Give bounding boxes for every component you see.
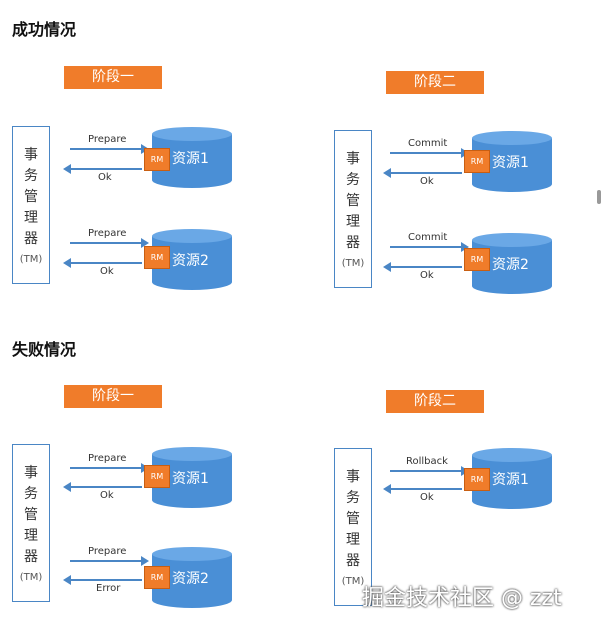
tm-char: 务 bbox=[346, 172, 360, 188]
arrow-request bbox=[390, 242, 469, 252]
transaction-manager: 事务管理器 (TM) bbox=[334, 130, 372, 288]
message-commit: Commit bbox=[408, 138, 448, 149]
tm-char: 事 bbox=[24, 147, 38, 163]
tm-char: 理 bbox=[24, 210, 38, 226]
message-prepare: Prepare bbox=[88, 228, 127, 239]
resource-label: 资源2 bbox=[172, 253, 209, 269]
arrow-response bbox=[63, 482, 142, 492]
transaction-manager: 事务管理器 (TM) bbox=[12, 444, 50, 602]
resource-label: 资源1 bbox=[172, 471, 209, 487]
section-title-success: 成功情况 bbox=[12, 20, 77, 39]
transaction-manager: 事务管理器 (TM) bbox=[12, 126, 50, 284]
resource-label: 资源1 bbox=[492, 472, 529, 488]
resource-cylinder: 资源1 bbox=[472, 447, 552, 509]
tm-char: 事 bbox=[24, 465, 38, 481]
tm-char: 理 bbox=[346, 532, 360, 548]
message-rollback: Rollback bbox=[406, 456, 448, 467]
message-ok: Ok bbox=[420, 176, 434, 187]
resource-cylinder: 资源2 bbox=[152, 228, 232, 290]
arrow-response bbox=[383, 484, 462, 494]
resource-cylinder: 资源1 bbox=[152, 446, 232, 508]
message-prepare: Prepare bbox=[88, 453, 127, 464]
tm-abbrev: (TM) bbox=[341, 576, 365, 587]
arrow-request bbox=[70, 144, 149, 154]
arrow-response bbox=[63, 164, 142, 174]
tm-char: 事 bbox=[346, 469, 360, 485]
scrollbar-thumb[interactable] bbox=[597, 190, 601, 204]
resource-manager-badge: RM bbox=[464, 468, 490, 491]
arrow-request bbox=[390, 148, 469, 158]
resource-manager-badge: RM bbox=[464, 248, 490, 271]
arrow-request bbox=[70, 556, 149, 566]
resource-cylinder: 资源2 bbox=[472, 232, 552, 294]
tm-char: 器 bbox=[24, 231, 38, 247]
resource-cylinder: 资源1 bbox=[472, 130, 552, 192]
tm-char: 器 bbox=[24, 549, 38, 565]
arrow-response bbox=[63, 575, 142, 585]
resource-cylinder: 资源1 bbox=[152, 126, 232, 188]
tm-abbrev: (TM) bbox=[19, 254, 43, 265]
tm-char: 器 bbox=[346, 553, 360, 569]
arrow-response bbox=[383, 262, 462, 272]
resource-label: 资源1 bbox=[492, 155, 529, 171]
tm-char: 理 bbox=[346, 214, 360, 230]
resource-manager-badge: RM bbox=[144, 566, 170, 589]
resource-label: 资源2 bbox=[492, 257, 529, 273]
phase-two-label: 阶段二 bbox=[386, 71, 484, 94]
tm-char: 务 bbox=[24, 486, 38, 502]
tm-char: 管 bbox=[24, 189, 38, 205]
message-ok: Ok bbox=[100, 266, 114, 277]
message-error: Error bbox=[96, 583, 121, 594]
phase-two-label: 阶段二 bbox=[386, 390, 484, 413]
tm-abbrev: (TM) bbox=[341, 258, 365, 269]
message-ok: Ok bbox=[420, 270, 434, 281]
tm-char: 管 bbox=[24, 507, 38, 523]
tm-char: 器 bbox=[346, 235, 360, 251]
arrow-response bbox=[63, 258, 142, 268]
message-ok: Ok bbox=[98, 172, 112, 183]
resource-manager-badge: RM bbox=[144, 246, 170, 269]
message-ok: Ok bbox=[100, 490, 114, 501]
message-ok: Ok bbox=[420, 492, 434, 503]
transaction-manager: 事务管理器 (TM) bbox=[334, 448, 372, 606]
arrow-response bbox=[383, 168, 462, 178]
resource-manager-badge: RM bbox=[144, 148, 170, 171]
arrow-request bbox=[70, 238, 149, 248]
arrow-request bbox=[70, 463, 149, 473]
message-prepare: Prepare bbox=[88, 546, 127, 557]
phase-one-label: 阶段一 bbox=[64, 66, 162, 89]
tm-char: 事 bbox=[346, 151, 360, 167]
section-title-failure: 失败情况 bbox=[12, 340, 77, 359]
tm-char: 管 bbox=[346, 193, 360, 209]
watermark: 掘金技术社区 @ zzt bbox=[362, 586, 562, 611]
resource-manager-badge: RM bbox=[144, 465, 170, 488]
phase-one-label: 阶段一 bbox=[64, 385, 162, 408]
resource-label: 资源2 bbox=[172, 571, 209, 587]
tm-char: 理 bbox=[24, 528, 38, 544]
tm-abbrev: (TM) bbox=[19, 572, 43, 583]
resource-label: 资源1 bbox=[172, 151, 209, 167]
message-prepare: Prepare bbox=[88, 134, 127, 145]
tm-char: 管 bbox=[346, 511, 360, 527]
message-commit: Commit bbox=[408, 232, 448, 243]
arrow-request bbox=[390, 466, 469, 476]
tm-char: 务 bbox=[24, 168, 38, 184]
tm-char: 务 bbox=[346, 490, 360, 506]
resource-manager-badge: RM bbox=[464, 150, 490, 173]
resource-cylinder: 资源2 bbox=[152, 546, 232, 608]
